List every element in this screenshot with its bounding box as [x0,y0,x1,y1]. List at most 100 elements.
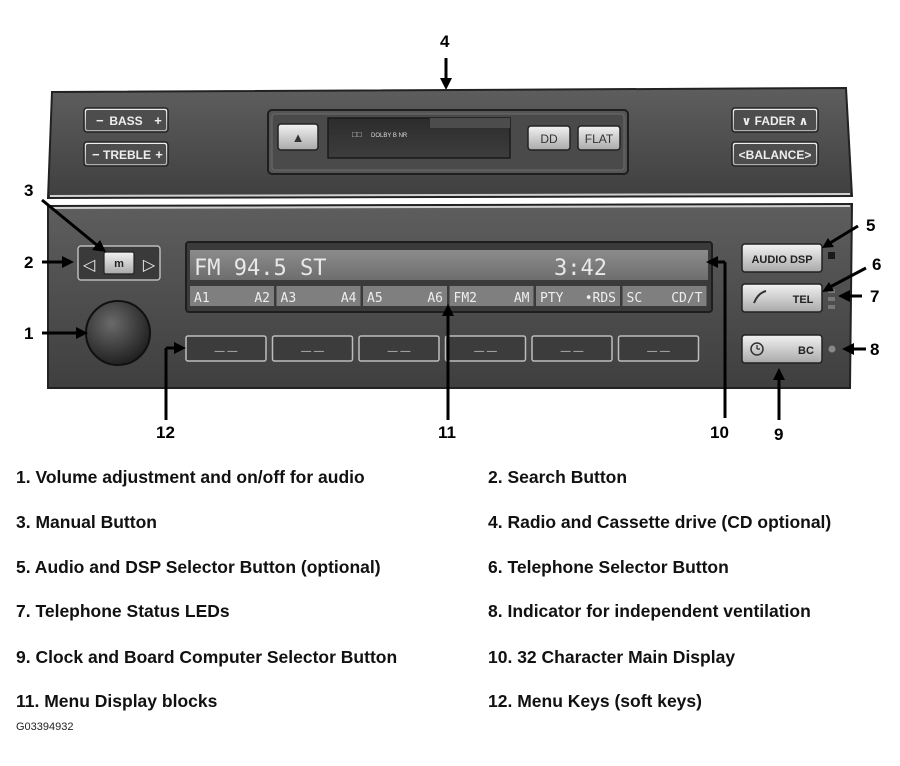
menu-block-label: A1 [194,291,210,306]
menu-block-label: A5 [367,291,383,306]
legend-item-12: 12. Menu Keys (soft keys) [488,691,702,711]
menu-key-label: — — [561,346,584,357]
menu-block-label: •RDS [585,291,616,306]
menu-block-label: SC [627,291,643,306]
telephone-status-leds [828,289,835,309]
svg-text:AUDIO DSP: AUDIO DSP [751,254,812,266]
menu-key-label: — — [647,346,670,357]
menu-block-label: PTY [540,291,564,306]
legend-item-8: 8. Indicator for independent ventilation [488,601,811,621]
callout-6: 6 [872,255,881,274]
manual-button[interactable]: m [103,251,135,275]
bc-button[interactable]: BC [741,334,823,364]
callout-arrows [41,58,867,420]
display-time: 3:42 [554,256,607,281]
svg-text:<BALANCE>: <BALANCE> [739,148,812,162]
fader-button[interactable]: ∨ FADER ∧ [731,107,819,133]
menu-block-label: A2 [254,291,270,306]
tel-button[interactable]: TEL [741,283,823,313]
menu-key-3[interactable]: — — [358,335,440,362]
svg-text:TEL: TEL [793,294,814,306]
callout-7: 7 [870,287,879,306]
menu-block-6 [622,286,707,306]
menu-block-3 [363,286,447,306]
svg-text:+: + [155,147,163,162]
menu-key-label: — — [301,346,324,357]
treble-button[interactable]: − TREBLE + [83,141,169,167]
callout-4: 4 [440,32,450,51]
legend-item-4: 4. Radio and Cassette drive (CD optional… [488,512,832,532]
clock-icon [750,342,764,356]
menu-key-label: — — [474,346,497,357]
callout-11: 11 [438,423,456,440]
callout-2: 2 [24,253,33,272]
menu-block-4 [449,286,534,306]
menu-key-1[interactable]: — — [185,335,267,362]
figure-id: G03394932 [16,721,74,733]
treble-label: TREBLE [103,148,151,162]
eject-button[interactable]: ▲ [277,123,319,151]
menu-block-1 [190,286,274,306]
callout-10: 10 [710,423,729,440]
search-left-icon: ◁ [82,257,96,274]
svg-text:∨ FADER ∧: ∨ FADER ∧ [742,114,809,128]
legend-item-11: 11. Menu Display blocks [16,691,218,711]
balance-button[interactable]: <BALANCE> [731,141,819,167]
legend-item-10: 10. 32 Character Main Display [488,647,736,667]
menu-key-6[interactable]: — — [617,335,700,362]
menu-key-5[interactable]: — — [531,335,613,362]
menu-block-label: A6 [427,291,443,306]
display-station: FM 94.5 ST [194,256,326,281]
svg-text:FLAT: FLAT [585,132,614,146]
main-display: FM 94.5 ST 3:42 A1 A2 A3 A4 A5 A6 FM2 AM PTY •RDS… [185,241,713,313]
legend-item-2: 2. Search Button [488,467,628,487]
menu-block-label: A3 [281,291,297,306]
callout-3: 3 [24,181,33,200]
ventilation-indicator [828,345,836,353]
eject-icon: ▲ [292,130,305,145]
svg-text:−: − [96,113,104,128]
bass-label: BASS [109,114,142,128]
legend-item-7: 7. Telephone Status LEDs [16,601,230,621]
menu-key-label: — — [388,346,411,357]
menu-block-label: FM2 [454,291,477,306]
svg-text:+: + [154,113,162,128]
legend-item-5: 5. Audio and DSP Selector Button (option… [16,557,381,577]
audio-dsp-button[interactable]: AUDIO DSP [741,243,823,273]
search-right-icon: ▷ [143,257,156,274]
svg-text:BC: BC [798,345,814,357]
menu-block-5 [536,286,620,306]
menu-key-2[interactable]: — — [271,335,354,362]
callout-numbers: 1 2 3 4 5 6 7 8 9 10 11 12 [24,32,881,440]
callout-8: 8 [870,340,879,359]
bass-button[interactable]: − BASS + [83,107,169,133]
menu-block-label: CD/T [671,291,702,306]
audio-dsp-led [828,252,835,259]
menu-key-4[interactable]: — — [444,335,527,362]
menu-display-blocks: A1 A2 A3 A4 A5 A6 FM2 AM PTY •RDS SC CD/T [190,286,707,306]
dolby-label: DOLBY B NR [371,133,408,139]
cassette-slot[interactable]: □□ DOLBY B NR [327,117,511,159]
svg-text:DD: DD [540,132,558,146]
flat-button[interactable]: FLAT [577,125,621,151]
legend-item-6: 6. Telephone Selector Button [488,557,729,577]
legend-item-1: 1. Volume adjustment and on/off for audi… [16,467,365,487]
callout-1: 1 [24,324,33,343]
phone-icon [753,290,767,304]
svg-text:−: − [92,147,100,162]
menu-key-label: — — [215,346,238,357]
menu-block-label: AM [514,291,530,306]
legend-item-3: 3. Manual Button [16,512,157,532]
legend-item-9: 9. Clock and Board Computer Selector But… [16,647,398,667]
menu-keys: — — — — — — — — — — — — [185,335,700,362]
volume-knob[interactable] [85,300,151,366]
dd-button[interactable]: DD [527,125,571,151]
callout-5: 5 [866,216,875,235]
callout-12: 12 [156,423,175,440]
menu-block-2 [276,286,361,306]
dolby-icon: □□ [352,130,362,139]
radio-diagram: − BASS + − TREBLE + ▲ □□ DOLBY B NR DD F… [24,32,881,440]
svg-text:m: m [114,258,124,270]
menu-block-label: A4 [341,291,357,306]
callout-9: 9 [774,425,783,440]
